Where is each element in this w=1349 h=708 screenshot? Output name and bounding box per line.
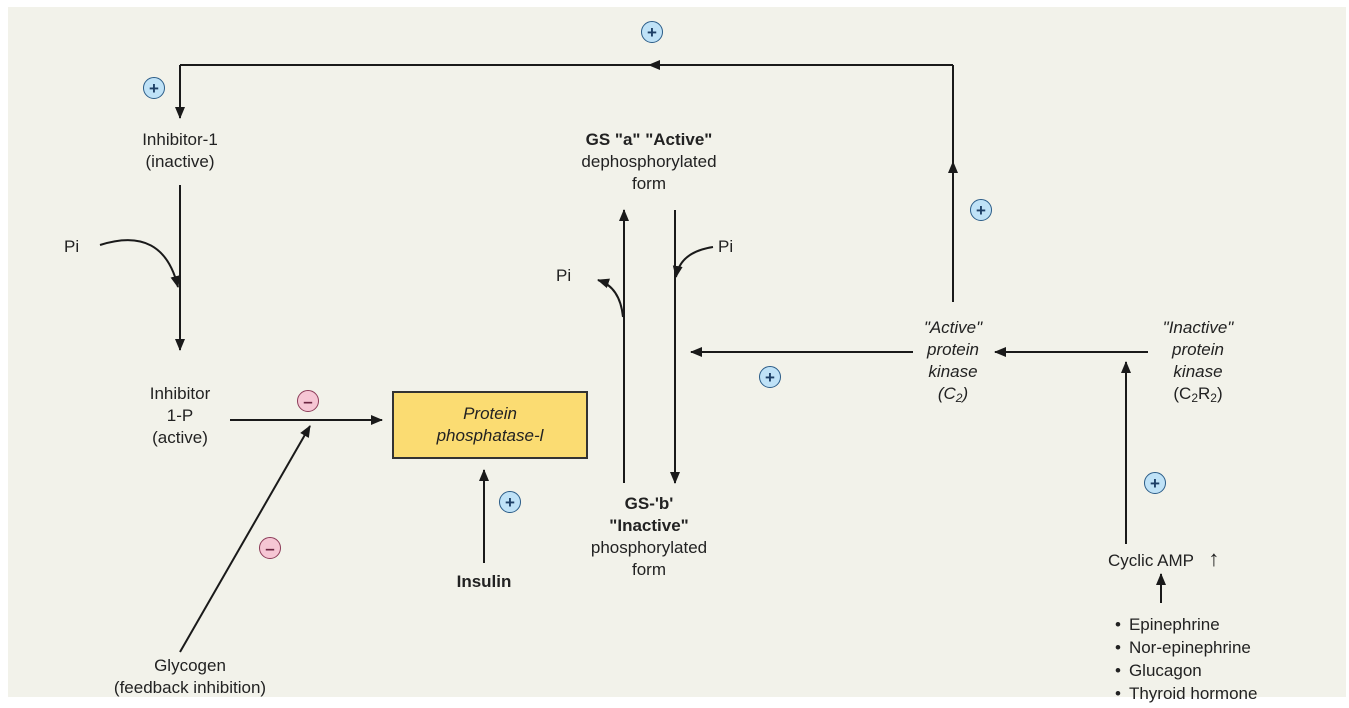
inactive-kinase-line1: "Inactive" (1162, 318, 1234, 337)
inactive-kinase-label: "Inactive" protein kinase (C2R2) (1143, 317, 1253, 409)
inactive-kinase-formula-sub2: 2 (1210, 391, 1217, 405)
gs-a-label: GS "a" "Active" dephosphorylated form (554, 129, 744, 195)
inactive-kinase-formula-sub1: 2 (1191, 391, 1198, 405)
plus-icon: + (641, 21, 663, 43)
gs-a-line1: dephosphorylated (581, 152, 717, 171)
stimulator-item: Glucagon (1115, 659, 1257, 682)
gs-a-title: GS "a" "Active" (585, 130, 713, 149)
inactive-kinase-formula: (C2R2) (1143, 383, 1253, 409)
gs-a-line2: form (632, 174, 666, 193)
plus-icon: + (759, 366, 781, 388)
pi-out-curve (597, 278, 624, 318)
arrow-layer (99, 60, 1166, 653)
active-kinase-formula: (C2) (898, 383, 1008, 409)
inhibitor1-inactive-label: Inhibitor-1 (inactive) (115, 129, 245, 173)
inhibitor1-line2: (inactive) (145, 152, 215, 171)
plus-icon: + (1144, 472, 1166, 494)
inhibitor1p-active-label: Inhibitor 1-P (active) (115, 383, 245, 449)
active-kinase-line3: kinase (928, 362, 978, 381)
pi-left-label: Pi (64, 237, 80, 256)
cyclic-amp-label: Cyclic AMP ↑ (1108, 548, 1219, 572)
inhibitor1p-line1: Inhibitor (149, 384, 211, 403)
inhibitor1p-line3: (active) (152, 428, 208, 447)
inactive-kinase-formula-a: (C (1173, 384, 1192, 403)
gs-b-title1: GS-'b' (624, 494, 674, 513)
gs-b-line1: phosphorylated (590, 538, 708, 557)
inactive-kinase-line3: kinase (1173, 362, 1223, 381)
gs-b-title2: "Inactive" (609, 516, 689, 535)
minus-icon: – (259, 537, 281, 559)
inactive-kinase-formula-c: ) (1216, 384, 1223, 403)
minus-icon: – (297, 390, 319, 412)
plus-icon: + (499, 491, 521, 513)
stimulator-item: Epinephrine (1115, 613, 1257, 636)
inhibitor1-line1: Inhibitor-1 (142, 130, 218, 149)
glycogen-label: Glycogen (feedback inhibition) (100, 655, 280, 699)
insulin-label: Insulin (456, 572, 512, 591)
pi-in-curve (672, 246, 714, 278)
plus-icon: + (143, 77, 165, 99)
active-kinase-line1: "Active" (923, 318, 983, 337)
protein-phosphatase-box: Protein phosphatase-l (392, 391, 588, 459)
cyclic-amp-increase-icon: ↑ (1208, 546, 1220, 571)
phosphatase-line1: Protein (463, 404, 517, 423)
gs-b-label: GS-'b' "Inactive" phosphorylated form (554, 493, 744, 581)
active-kinase-formula-end: ) (962, 384, 969, 403)
diagram-canvas: Inhibitor-1 (inactive) Pi Inhibitor 1-P … (8, 7, 1346, 703)
active-kinase-line2: protein (927, 340, 979, 359)
pi-gs-in-label: Pi (718, 237, 734, 256)
glycogen-line1: Glycogen (154, 656, 226, 675)
stimulator-list: Epinephrine Nor-epinephrine Glucagon Thy… (1115, 613, 1258, 705)
glycogen-feedback-arrow (179, 425, 311, 653)
inhibitor1p-line2: 1-P (166, 406, 194, 425)
active-kinase-label: "Active" protein kinase (C2) (898, 317, 1008, 409)
pi-into-inhibitor-curve (99, 239, 181, 288)
inactive-kinase-formula-b: R (1198, 384, 1211, 403)
active-kinase-formula-sub: 2 (955, 391, 963, 405)
active-kinase-formula-main: (C (937, 384, 956, 403)
gs-b-line2: form (632, 560, 666, 579)
stimulator-item: Thyroid hormone (1115, 682, 1258, 705)
pi-gs-out-label: Pi (556, 266, 572, 285)
cyclic-amp-text: Cyclic AMP (1108, 551, 1194, 570)
stimulator-item: Nor-epinephrine (1115, 636, 1257, 659)
inactive-kinase-line2: protein (1172, 340, 1224, 359)
phosphatase-line2: phosphatase-l (436, 426, 544, 445)
glycogen-line2: (feedback inhibition) (113, 678, 267, 697)
plus-icon: + (970, 199, 992, 221)
